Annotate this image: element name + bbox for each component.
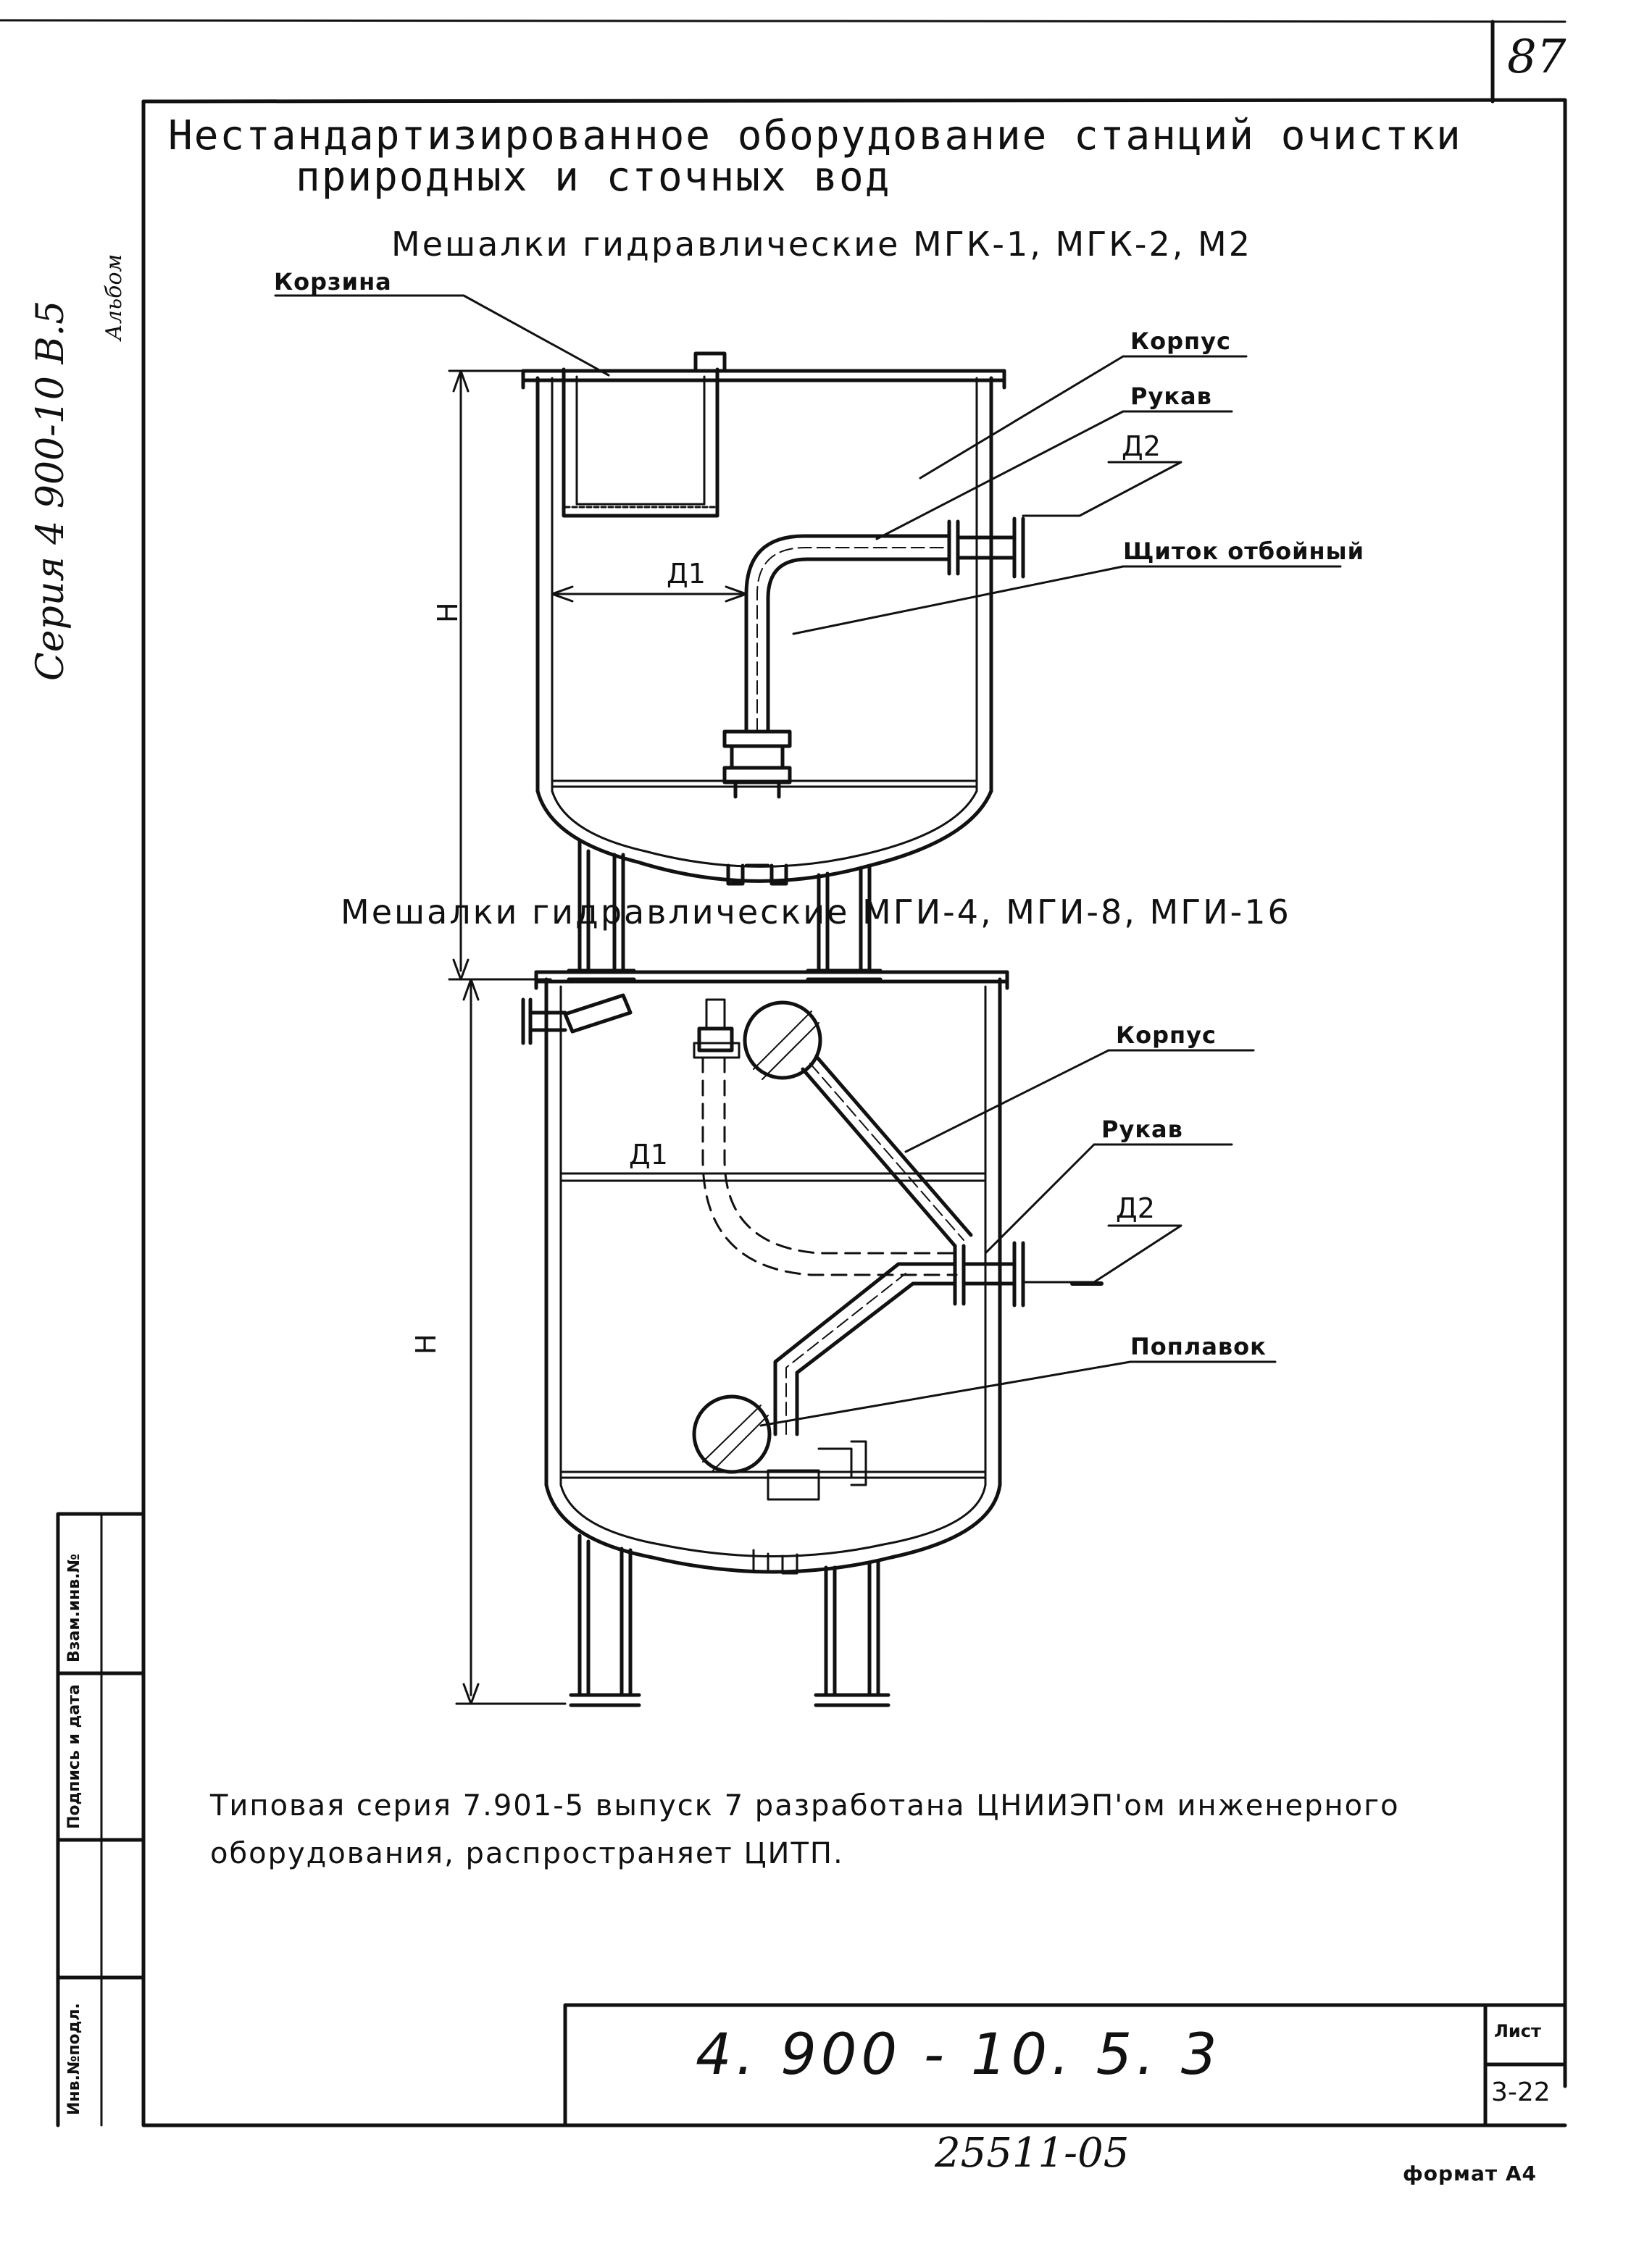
mixer-2-drawing [455,970,1277,1707]
sheet-value: 3-22 [1491,2077,1551,2107]
sheet-label: Лист [1494,2021,1541,2041]
drawing2-label-float: Поплавок [1130,1333,1267,1360]
frame-left [141,99,1567,2127]
drawing1-label-body: Корпус [1130,327,1231,355]
stamp-inv-orig: Инв.№подл. [65,2003,83,2115]
drawing2-label-sleeve: Рукав [1101,1116,1183,1143]
drawing2-label-d1: Д1 [629,1139,668,1171]
sheet-title-line1: Нестандартизированное оборудование станц… [168,112,1462,159]
drawing1-label-d1: Д1 [667,558,706,590]
stamp-sign-date: Подпись и дата [65,1684,83,1829]
drawing1-label-h: Н [432,602,464,623]
drawing1-label-shield: Щиток отбойный [1123,537,1364,565]
drawing2-label-h: Н [410,1334,442,1355]
note-line1: Типовая серия 7.901-5 выпуск 7 разработа… [210,1789,1400,1823]
drawing1-label-basket: Корзина [274,268,392,296]
drawing1-caption: Мешалки гидравлические МГК-1, МГК-2, М2 [391,225,1252,264]
drawing2-label-body: Корпус [1116,1021,1217,1049]
drawing1-label-sleeve: Рукав [1130,382,1212,410]
document-number: 4. 900 - 10. 5. 3 [696,2022,1222,2088]
stamp-zam-inv: Взам.инв.№ [65,1553,83,1662]
note-line2: оборудования, распространяет ЦИТП. [210,1837,844,1870]
top-edge [0,19,1567,23]
sheet-title-line2: природных и сточных вод [296,154,891,201]
side-series-label: Серия 4 900-10 В.5 [29,300,72,681]
page-number: 87 [1507,30,1567,84]
title-block [563,2003,1567,2127]
drawing2-label-d2: Д2 [1116,1192,1155,1224]
drawing2-caption: Мешалки гидравлические МГИ-4, МГИ-8, МГИ… [341,892,1291,932]
handwritten-number: 25511-05 [935,2130,1130,2177]
drawing1-label-d2: Д2 [1122,430,1161,462]
frame-border [141,98,1567,2088]
format-label: формат А4 [1403,2162,1537,2185]
mixer-1-drawing [274,294,1342,982]
side-album-label: Альбом [101,254,127,340]
